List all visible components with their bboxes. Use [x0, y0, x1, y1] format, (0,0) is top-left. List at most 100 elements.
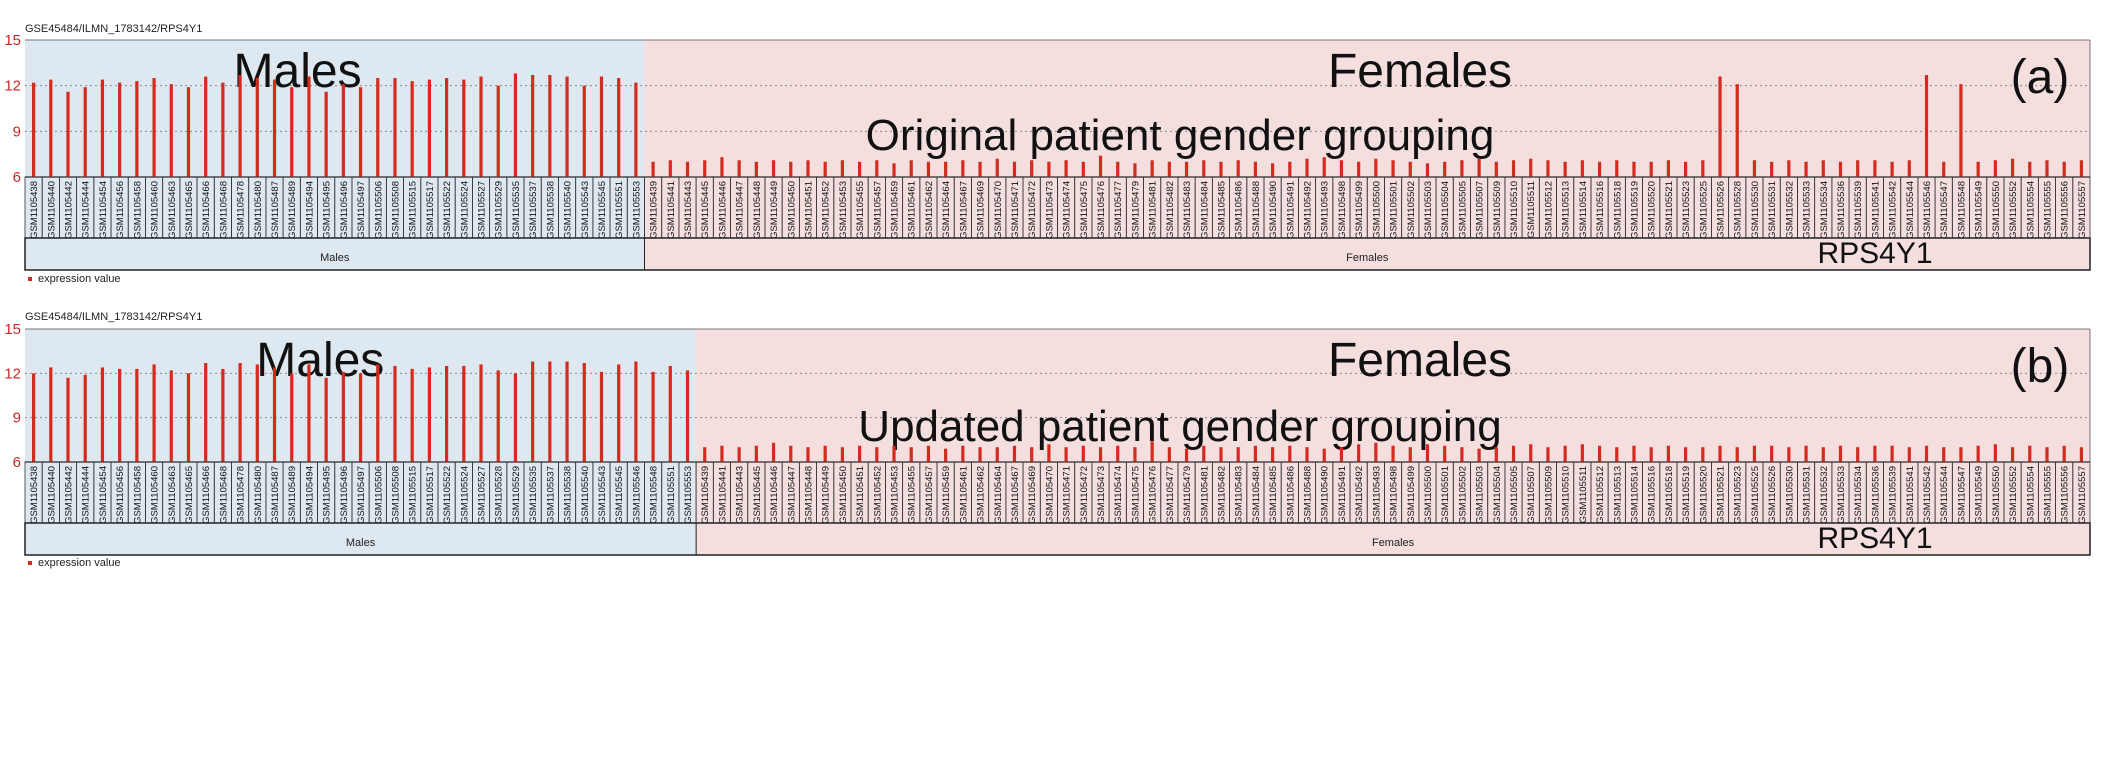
sample-label: GSM1105473: [1096, 466, 1107, 524]
bar-GSM1105532: [1787, 160, 1791, 177]
sample-label: GSM1105477: [1113, 181, 1124, 239]
bar-GSM1105489: [290, 87, 294, 177]
bar-GSM1105553: [634, 82, 638, 177]
sample-label: GSM1105505: [1457, 181, 1468, 239]
bar-GSM1105438: [32, 373, 36, 462]
bar-GSM1105444: [83, 374, 87, 462]
bar-GSM1105465: [186, 87, 191, 177]
bar-GSM1105548: [651, 371, 655, 462]
sample-label: GSM1105453: [838, 181, 849, 239]
female-group-title: Females: [1328, 334, 1512, 387]
bar-GSM1105484: [1202, 160, 1206, 177]
y-tick-label: 15: [4, 32, 21, 49]
bar-GSM1105480: [255, 78, 259, 177]
bar-GSM1105467: [1012, 445, 1017, 462]
bar-GSM1105529: [513, 373, 518, 462]
bar-GSM1105557: [2079, 447, 2083, 462]
sample-label: GSM1105493: [1371, 466, 1382, 524]
sample-label: GSM1105526: [1716, 181, 1727, 239]
sample-label: GSM1105442: [64, 466, 75, 524]
sample-label: GSM1105529: [494, 181, 505, 239]
sample-label: GSM1105448: [803, 466, 814, 524]
bar-GSM1105515: [410, 81, 414, 177]
bar-GSM1105557: [2079, 160, 2083, 177]
bar-GSM1105491: [1339, 447, 1344, 462]
sample-label: GSM1105501: [1440, 466, 1451, 524]
sample-label: GSM1105456: [115, 466, 126, 524]
sample-label: GSM1105518: [1612, 181, 1623, 239]
sample-label: GSM1105555: [2042, 181, 2053, 239]
bar-GSM1105531: [1770, 161, 1774, 177]
sample-label: GSM1105549: [1974, 181, 1985, 239]
sample-label: GSM1105531: [1802, 466, 1813, 524]
sample-label: GSM1105476: [1096, 181, 1107, 239]
sample-label: GSM1105445: [700, 181, 711, 239]
bar-GSM1105551: [668, 365, 672, 462]
bar-GSM1105455: [909, 447, 913, 462]
sample-label: GSM1105490: [1268, 181, 1279, 239]
bar-GSM1105508: [393, 365, 397, 462]
bar-GSM1105555: [2045, 160, 2049, 177]
sample-label: GSM1105535: [511, 181, 522, 239]
sample-label: GSM1105513: [1561, 181, 1572, 239]
sample-label: GSM1105463: [167, 181, 178, 239]
sample-label: GSM1105481: [1148, 181, 1159, 239]
bar-GSM1105474: [1116, 445, 1120, 462]
bar-GSM1105554: [2028, 161, 2032, 177]
bar-GSM1105447: [737, 160, 741, 177]
sample-label: GSM1105544: [1939, 466, 1950, 524]
sample-label: GSM1105534: [1819, 181, 1830, 239]
bar-GSM1105464: [944, 161, 948, 177]
sample-label: GSM1105507: [1475, 181, 1486, 239]
sample-label: GSM1105528: [1733, 181, 1744, 239]
sample-label: GSM1105518: [1664, 466, 1675, 524]
sample-label: GSM1105451: [803, 181, 814, 239]
bar-GSM1105487: [272, 367, 277, 462]
sample-label: GSM1105447: [786, 466, 797, 524]
sample-label: GSM1105526: [1767, 466, 1778, 524]
sample-label: GSM1105537: [528, 181, 539, 239]
sample-label: GSM1105497: [356, 466, 367, 524]
sample-label: GSM1105523: [1733, 466, 1744, 524]
bar-GSM1105505: [1511, 445, 1516, 462]
sample-label: GSM1105483: [1182, 181, 1193, 239]
sample-label: GSM1105529: [511, 466, 522, 524]
sample-label: GSM1105510: [1561, 466, 1572, 524]
sample-label: GSM1105463: [167, 466, 178, 524]
bar-GSM1105528: [496, 370, 500, 462]
bar-GSM1105533: [1804, 161, 1808, 177]
bar-GSM1105482: [1219, 447, 1223, 462]
sample-label: GSM1105441: [666, 181, 677, 239]
sample-label: GSM1105468: [218, 181, 229, 239]
bar-GSM1105466: [204, 76, 208, 177]
sample-label: GSM1105470: [1044, 466, 1055, 524]
bar-GSM1105523: [1735, 447, 1739, 462]
bar-GSM1105519: [1684, 447, 1688, 462]
bar-GSM1105486: [1288, 445, 1292, 462]
sample-label: GSM1105533: [1836, 466, 1847, 524]
sample-label: GSM1105473: [1044, 181, 1055, 239]
bar-GSM1105456: [118, 82, 122, 177]
bar-GSM1105498: [1339, 160, 1344, 177]
sample-label: GSM1105541: [1905, 466, 1916, 524]
sample-label: GSM1105486: [1285, 466, 1296, 524]
sample-label: GSM1105467: [1010, 466, 1021, 524]
sample-label: GSM1105525: [1750, 466, 1761, 524]
sample-label: GSM1105450: [838, 466, 849, 524]
bar-GSM1105501: [1391, 160, 1395, 177]
bar-GSM1105486: [1236, 160, 1240, 177]
bar-GSM1105485: [1219, 161, 1223, 177]
sample-label: GSM1105443: [735, 466, 746, 524]
sample-label: GSM1105545: [597, 181, 608, 239]
sample-label: GSM1105462: [976, 466, 987, 524]
bar-GSM1105488: [1305, 447, 1309, 462]
bar-GSM1105460: [152, 78, 156, 177]
bar-GSM1105499: [1408, 447, 1412, 462]
sample-label: GSM1105475: [1079, 181, 1090, 239]
y-tick-label: 6: [13, 454, 21, 471]
bar-GSM1105473: [1047, 161, 1051, 177]
bar-GSM1105528: [1735, 84, 1739, 177]
sample-label: GSM1105535: [528, 466, 539, 524]
bar-GSM1105510: [1563, 445, 1567, 462]
bar-GSM1105490: [1322, 448, 1326, 462]
